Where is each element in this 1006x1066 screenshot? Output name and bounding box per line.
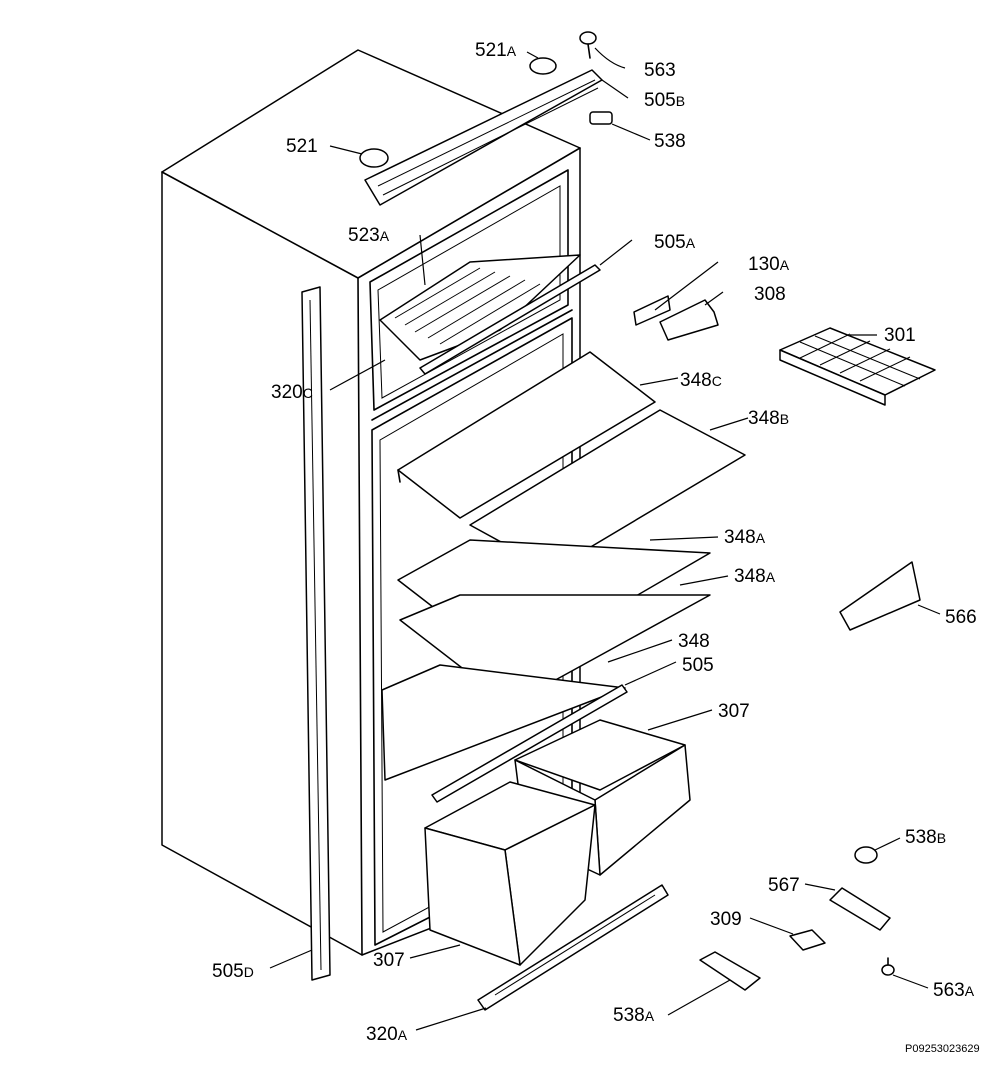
bracket-538a-icon	[699, 951, 761, 991]
knob-538b-icon	[854, 846, 878, 864]
plate-567-icon	[829, 887, 891, 931]
drawing-code: P09253023629	[905, 1043, 980, 1055]
crisper-drawer-left	[424, 781, 596, 966]
label-301: 301	[884, 325, 916, 346]
label-505d: 505D	[212, 961, 254, 982]
screw-563a-icon	[881, 957, 895, 976]
label-538: 538	[654, 131, 686, 152]
bracket-538-icon	[589, 111, 613, 125]
label-348b: 348B	[748, 408, 789, 429]
label-348: 348	[678, 631, 710, 652]
label-308: 308	[754, 284, 786, 305]
bracket-566-icon	[839, 561, 921, 631]
label-307-lower: 307	[373, 950, 405, 971]
freezer-shelf-grid	[379, 254, 581, 361]
callout-labels: 521A 563 505B 538 521 523A 505A 130A 308…	[212, 40, 977, 1045]
label-348c: 348C	[680, 370, 722, 391]
door-seal-strip	[301, 286, 331, 981]
label-538a: 538A	[613, 1005, 655, 1026]
screw-563-icon	[579, 31, 597, 59]
ice-tray-icon	[779, 327, 936, 406]
label-521: 521	[286, 136, 318, 157]
label-566: 566	[945, 607, 977, 628]
label-523a: 523A	[348, 225, 390, 246]
hinge-308-icon	[659, 299, 719, 341]
leader-lines	[269, 47, 941, 1031]
label-320c: 320C	[271, 382, 313, 403]
label-320a: 320A	[366, 1024, 408, 1045]
label-505a: 505A	[654, 232, 696, 253]
label-505: 505	[682, 655, 714, 676]
clip-309-icon	[789, 929, 826, 951]
label-563: 563	[644, 60, 676, 81]
trim-strip-505	[431, 684, 628, 803]
label-521a: 521A	[475, 40, 517, 61]
ventilation-grille	[477, 884, 669, 1011]
trim-strip-505a	[419, 264, 601, 375]
label-130a: 130A	[748, 254, 790, 275]
cap-521a-icon	[529, 57, 557, 75]
label-567: 567	[768, 875, 800, 896]
label-307-upper: 307	[718, 701, 750, 722]
label-348a-lower: 348A	[734, 566, 776, 587]
label-505b: 505B	[644, 90, 685, 111]
shelf-348c	[397, 351, 656, 519]
cap-521-icon	[359, 148, 389, 168]
label-348a-upper: 348A	[724, 527, 766, 548]
label-538b: 538B	[905, 827, 946, 848]
label-563a: 563A	[933, 980, 975, 1001]
label-309: 309	[710, 909, 742, 930]
top-hinge-bar	[364, 69, 603, 206]
hinge-130a-icon	[633, 295, 671, 326]
